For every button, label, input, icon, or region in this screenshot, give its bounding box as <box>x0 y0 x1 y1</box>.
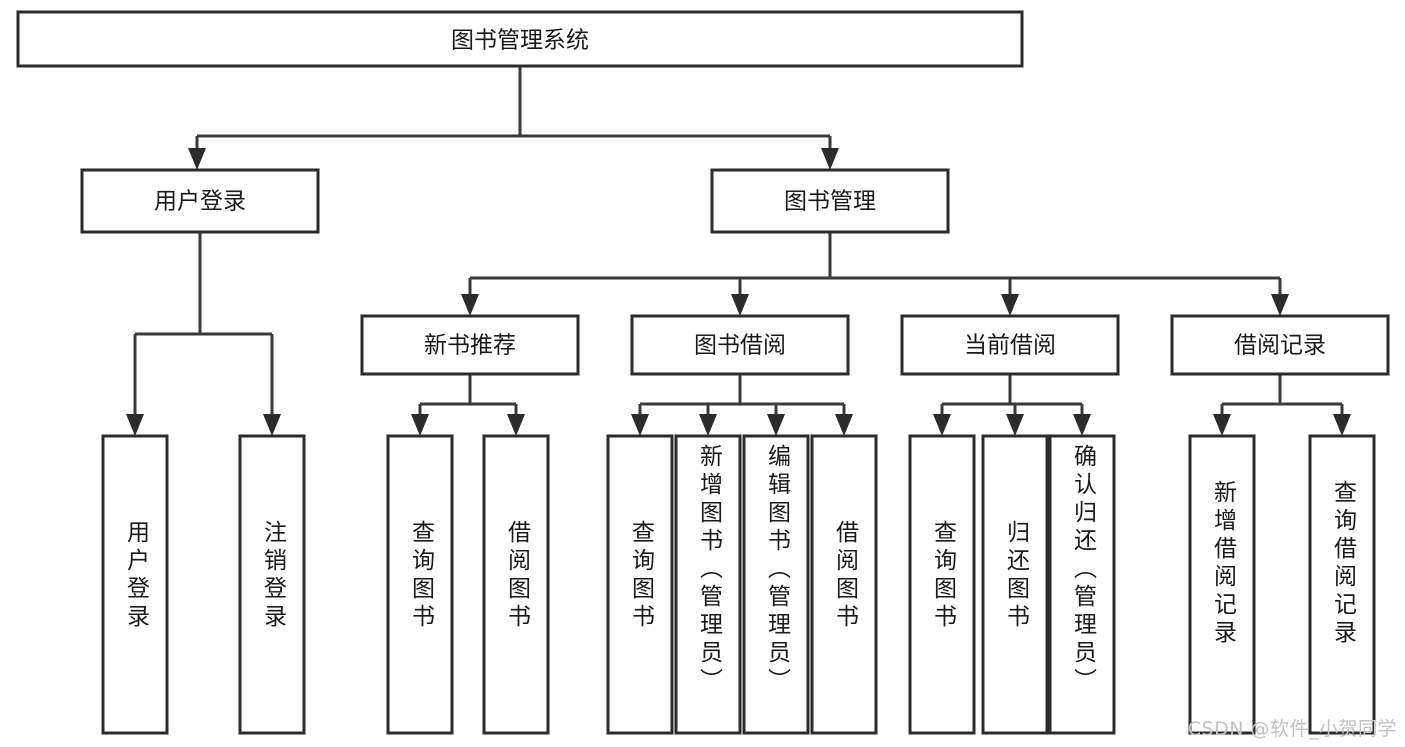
leaf-box-recommend-query-book[interactable] <box>386 434 454 735</box>
leaf-box-user-login[interactable] <box>101 434 169 735</box>
node-root-box[interactable] <box>16 10 1024 68</box>
leaf-box-current-confirm-return[interactable] <box>1048 434 1116 735</box>
arrowhead-current-confirm-return <box>1073 414 1091 436</box>
arrowhead-current-return-book <box>1006 414 1024 436</box>
node-new-book-recommend[interactable]: 新书推荐 <box>360 314 580 376</box>
arrowhead-borrow-add-book <box>699 414 717 436</box>
node-book-management-box[interactable] <box>710 168 950 234</box>
arrowhead-book-management <box>821 148 839 170</box>
node-root-label: 图书管理系统 <box>451 28 589 54</box>
node-new-book-recommend-label: 新书推荐 <box>424 333 516 359</box>
leaf-box-borrow-edit-book[interactable] <box>742 434 810 735</box>
arrowhead-borrow-query-book <box>631 414 649 436</box>
leaf-box-current-return-book[interactable] <box>981 434 1049 735</box>
leaf-box-borrow-add-book[interactable] <box>674 434 742 735</box>
arrowhead-borrow-borrow-book <box>835 414 853 436</box>
node-user-login-box[interactable] <box>80 168 320 234</box>
node-book-borrow-box[interactable] <box>630 314 850 376</box>
arrowhead-record-add-record <box>1213 414 1231 436</box>
node-user-login-label: 用户登录 <box>154 189 246 215</box>
arrowhead-new-book-recommend <box>461 294 479 316</box>
leaf-box-recommend-borrow-book[interactable] <box>482 434 550 735</box>
leaf-box-current-query-book[interactable] <box>908 434 976 735</box>
node-book-management[interactable]: 图书管理 <box>710 168 950 234</box>
node-borrow-record[interactable]: 借阅记录 <box>1170 314 1390 376</box>
arrowhead-borrow-record <box>1271 294 1289 316</box>
node-current-borrow-box[interactable] <box>900 314 1120 376</box>
arrowhead-recommend-borrow-book <box>507 414 525 436</box>
node-book-borrow-label: 图书借阅 <box>694 333 786 359</box>
arrowhead-borrow-edit-book <box>767 414 785 436</box>
arrowhead-record-query-record <box>1333 414 1351 436</box>
arrowhead-user-login <box>188 148 206 170</box>
node-current-borrow[interactable]: 当前借阅 <box>900 314 1120 376</box>
node-root[interactable]: 图书管理系统 <box>16 10 1024 68</box>
leaf-box-record-add-record[interactable] <box>1188 434 1256 735</box>
node-borrow-record-box[interactable] <box>1170 314 1390 376</box>
leaf-box-borrow-query-book[interactable] <box>606 434 674 735</box>
arrowhead-leaf-user-login <box>126 414 144 436</box>
node-borrow-record-label: 借阅记录 <box>1234 333 1326 359</box>
node-new-book-recommend-box[interactable] <box>360 314 580 376</box>
leaf-box-logout[interactable] <box>238 434 306 735</box>
arrowhead-book-borrow <box>731 294 749 316</box>
leaf-box-borrow-borrow-book[interactable] <box>810 434 878 735</box>
arrowhead-current-borrow <box>1001 294 1019 316</box>
node-user-login[interactable]: 用户登录 <box>80 168 320 234</box>
arrowhead-current-query-book <box>933 414 951 436</box>
arrowhead-leaf-logout <box>263 414 281 436</box>
arrowhead-recommend-query-book <box>411 414 429 436</box>
node-book-management-label: 图书管理 <box>784 189 876 215</box>
csdn-watermark: CSDN @软件_小贺同学 <box>1187 718 1397 740</box>
connectors <box>126 66 1351 436</box>
node-current-borrow-label: 当前借阅 <box>964 333 1056 359</box>
leaf-box-record-query-record[interactable] <box>1308 434 1376 735</box>
node-book-borrow[interactable]: 图书借阅 <box>630 314 850 376</box>
